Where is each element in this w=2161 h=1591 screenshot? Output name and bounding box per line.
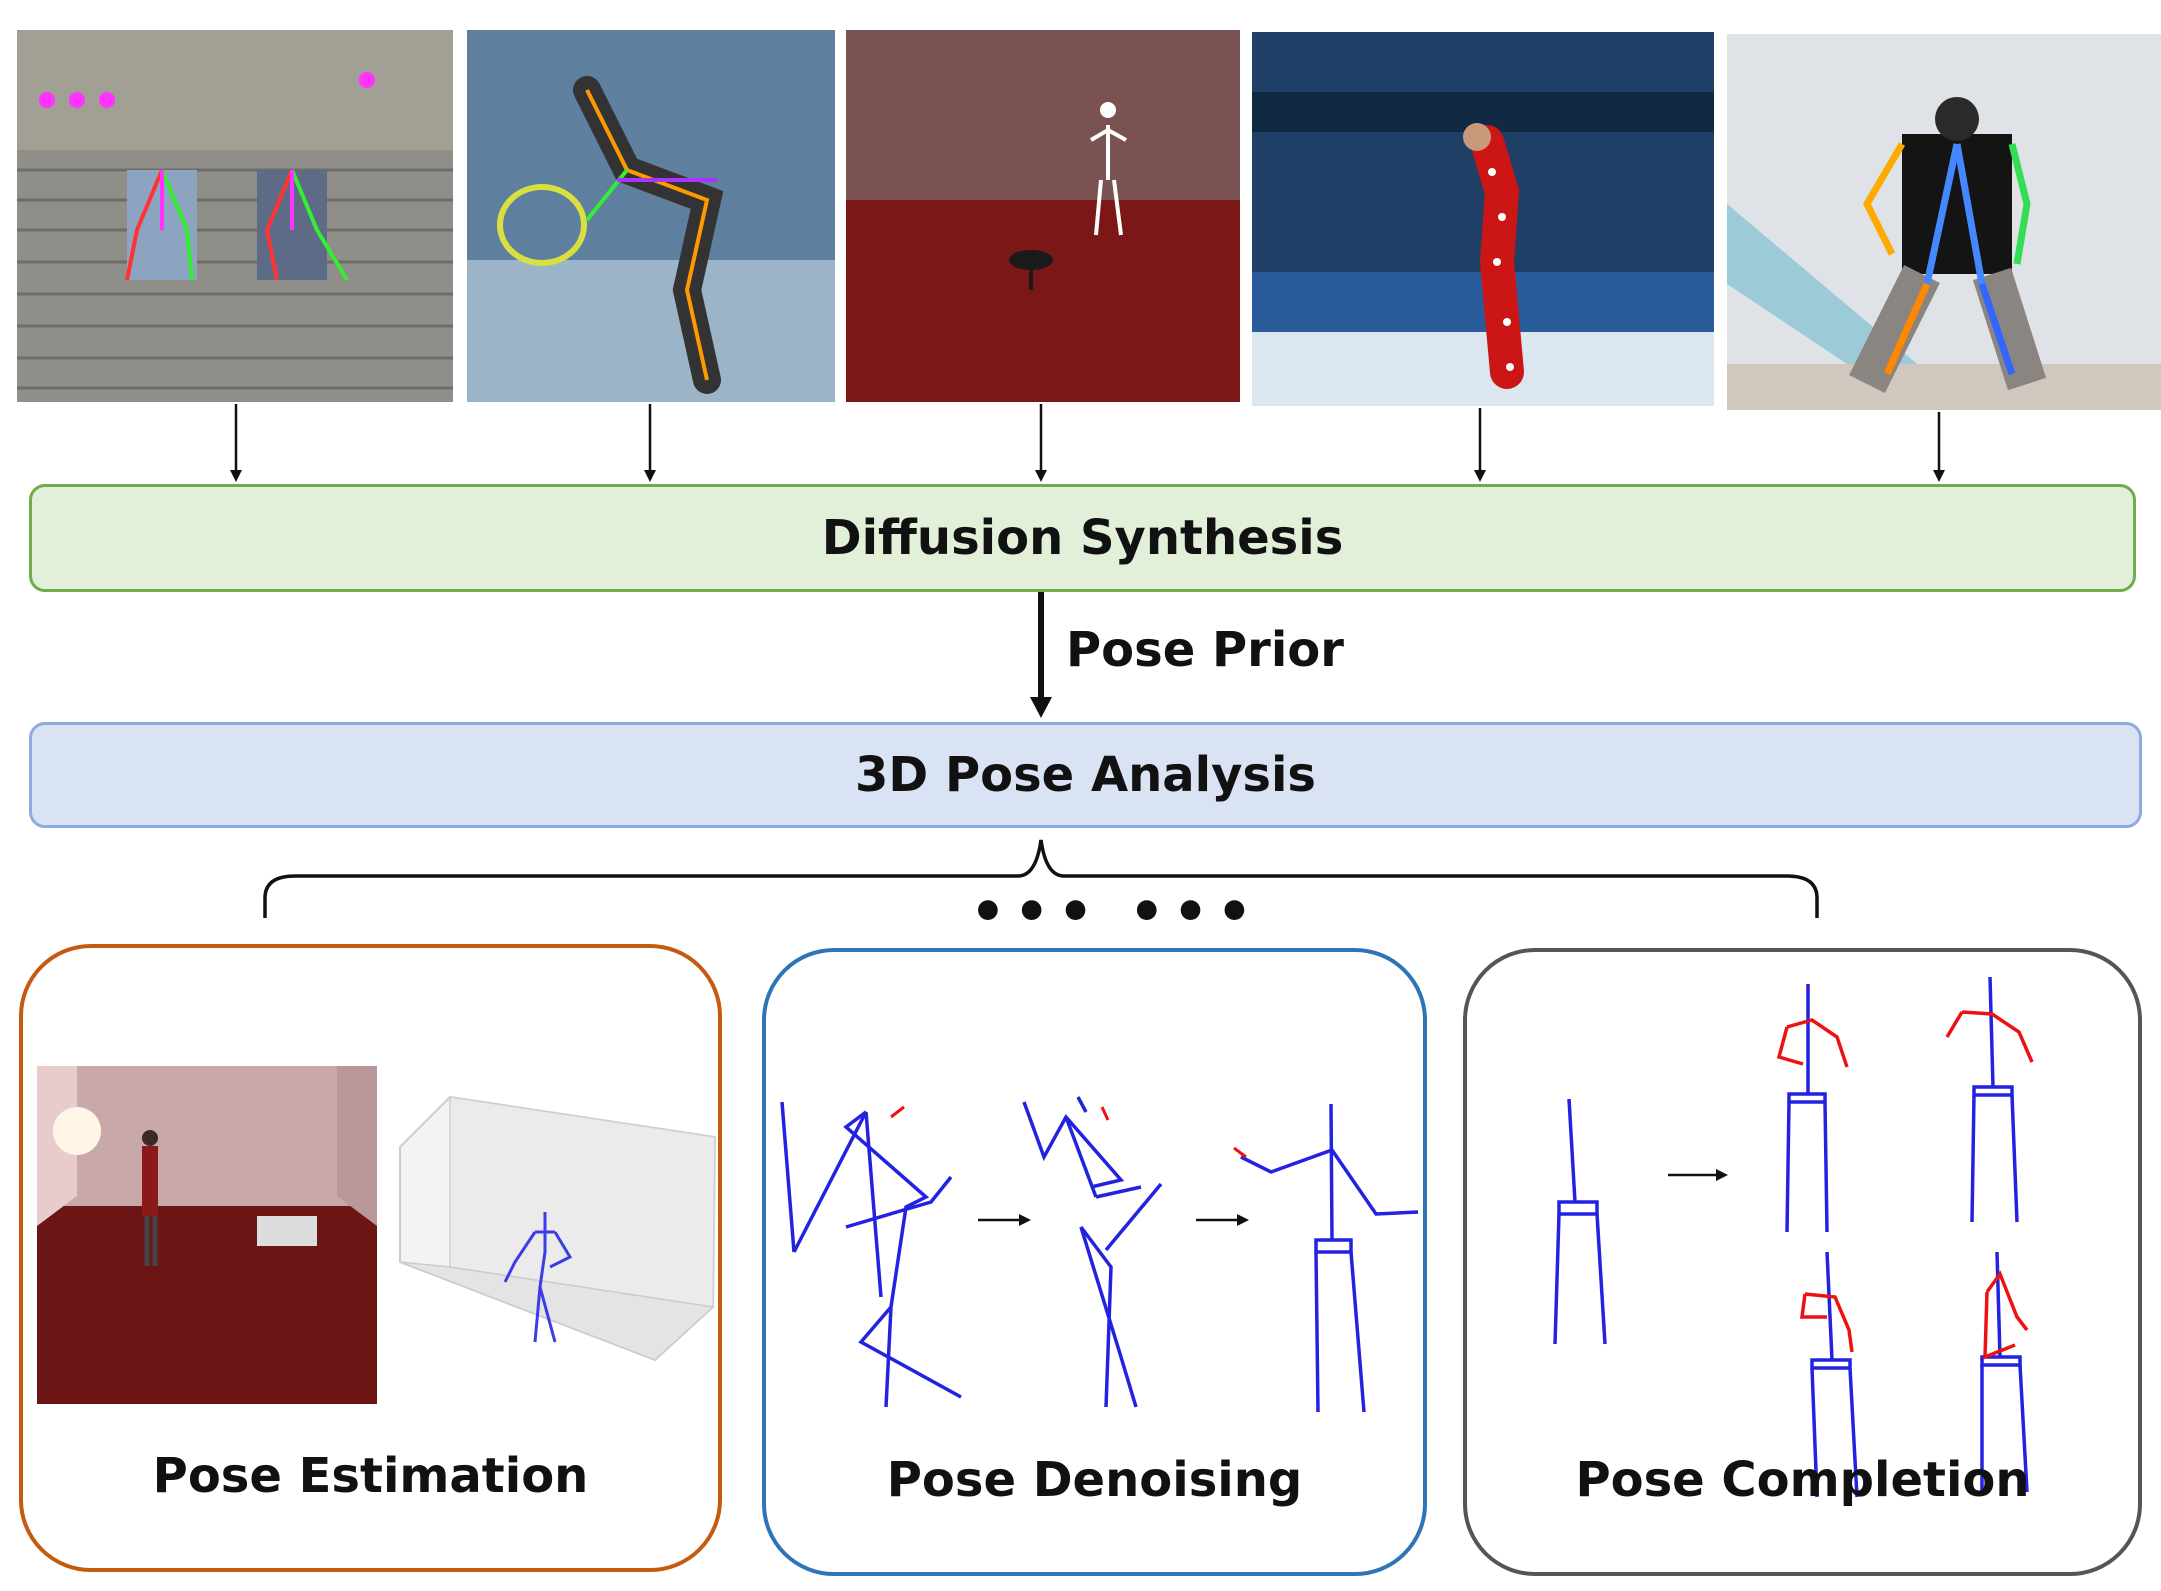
estimation-room-photo — [37, 1066, 377, 1404]
completion-skeleton-4 — [1980, 1251, 2029, 1493]
pose-prior-label: Pose Prior — [1066, 622, 1344, 678]
pose-estimation-title: Pose Estimation — [152, 1448, 589, 1504]
noisy-skeleton — [780, 1101, 962, 1408]
diffusion-synthesis-bar: Diffusion Synthesis — [29, 484, 2136, 592]
pose-estimation-panel: Pose Estimation — [19, 944, 722, 1572]
clean-skeleton — [1240, 1103, 1419, 1413]
tennis-player-photo — [467, 30, 835, 402]
pose-analysis-label: 3D Pose Analysis — [855, 747, 1316, 803]
partial-input-skeleton — [1553, 1098, 1607, 1345]
pose-completion-panel: Pose Completion — [1463, 948, 2142, 1576]
denoising-sequence — [780, 1096, 1419, 1413]
photo-to-synthesis-arrows — [234, 404, 1941, 474]
completion-skeleton-1 — [1776, 984, 1849, 1233]
estimation-3d-plot — [399, 1095, 717, 1362]
completion-poses — [1553, 976, 2034, 1498]
ice-skater-photo — [1252, 32, 1714, 406]
pose-analysis-bar: 3D Pose Analysis — [29, 722, 2142, 828]
stairs-people-photo — [17, 30, 453, 402]
pose-denoising-panel: Pose Denoising — [762, 948, 1427, 1576]
pose-denoising-title: Pose Denoising — [886, 1452, 1303, 1508]
completion-skeleton-2 — [1945, 976, 2034, 1223]
mocap-room-photo — [846, 30, 1240, 402]
ellipsis: ••• ••• — [970, 880, 1261, 945]
dancer-photo — [1727, 34, 2161, 410]
pose-completion-title: Pose Completion — [1575, 1452, 2030, 1508]
brace — [263, 839, 1819, 918]
partial-skeleton — [1022, 1096, 1163, 1408]
completion-skeleton-3 — [1800, 1251, 1859, 1498]
diffusion-synthesis-label: Diffusion Synthesis — [821, 510, 1344, 566]
